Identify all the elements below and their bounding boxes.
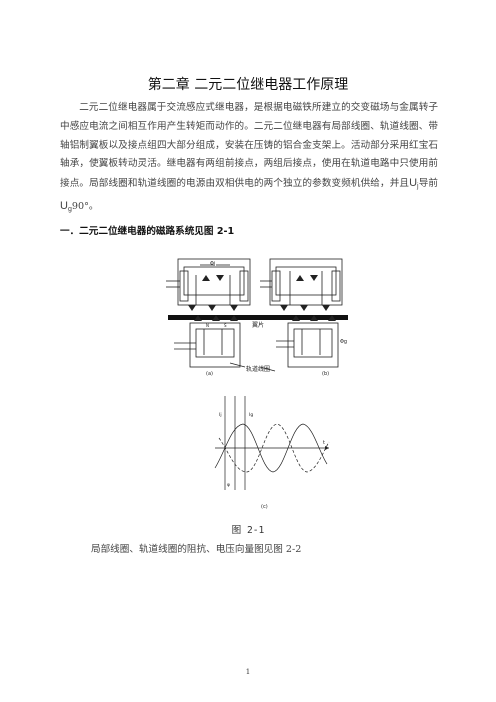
- intro-paragraph: 二元二位继电器属于交流感应式继电器，是根据电磁铁所建立的交变磁场与金属转子中感应…: [60, 99, 438, 220]
- intro-text: 二元二位继电器属于交流感应式继电器，是根据电磁铁所建立的交变磁场与金属转子中感应…: [60, 102, 438, 190]
- label-local-flux: Φj: [210, 261, 215, 267]
- label-a: (a): [206, 371, 213, 377]
- section-heading: 一．二元二位继电器的磁路系统见图 2-1: [60, 226, 235, 237]
- label-plate: 翼片: [252, 321, 264, 329]
- label-wave1: Ij: [219, 412, 222, 418]
- next-paragraph: 局部线圈、轨道线圈的阻抗、电压向量图见图 2-2: [91, 544, 302, 555]
- figure-caption: 图 2-1: [231, 525, 265, 536]
- label-phi: φ: [227, 483, 230, 488]
- label-b: (b): [322, 371, 329, 377]
- phase-angle: 90°。: [71, 200, 99, 212]
- chapter-title: 第二章 二元二位继电器工作原理: [147, 77, 349, 93]
- waveform-figure: Ij Ig t φ (c): [214, 396, 330, 510]
- label-N: N: [206, 323, 209, 328]
- label-c: (c): [261, 504, 268, 510]
- middle-word: 导前: [418, 178, 439, 190]
- page-number: 1: [245, 668, 251, 676]
- u-local: Uj: [409, 177, 419, 191]
- label-track-coil: 轨道线圈: [246, 365, 270, 373]
- magnetic-circuit-figure: Φj 翼片 Φg N S 轨道线圈 (a) (b): [166, 258, 348, 377]
- label-t: t: [323, 440, 325, 446]
- u-track: Ug: [60, 199, 72, 213]
- label-wave2: Ig: [249, 412, 253, 418]
- label-S: S: [224, 323, 227, 328]
- label-track-flux: Φg: [340, 339, 347, 345]
